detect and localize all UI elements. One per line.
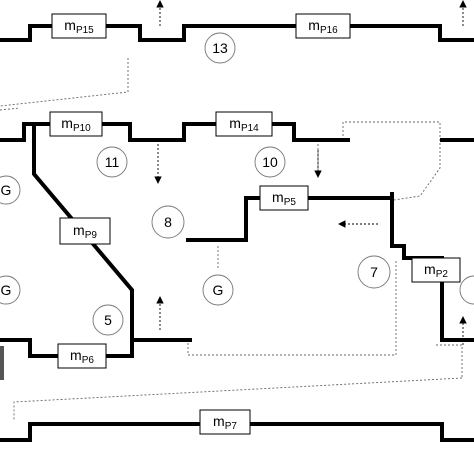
flow-label-p5: mP5 [259, 185, 309, 211]
generator-3: G [202, 274, 234, 306]
generator-label: G [1, 282, 12, 298]
node-8: 8 [151, 205, 185, 239]
flow-label-text: mP10 [61, 115, 91, 134]
node-13: 13 [204, 32, 236, 64]
arrow-left-center-head [337, 220, 346, 228]
generator-2: G [0, 275, 21, 305]
node-label: 5 [104, 312, 112, 328]
flow-label-text: mP7 [213, 413, 237, 432]
pipe-p5 [186, 196, 392, 242]
node-label: 8 [164, 214, 172, 230]
arrow-up-far-right-head [459, 0, 467, 8]
arrow-down-node10-head [314, 170, 322, 179]
flow-label-text: mP16 [308, 17, 338, 36]
dotted-line-lower-diagonal [13, 377, 463, 420]
pipe-p2 [390, 192, 474, 342]
flow-label-text: mP5 [272, 189, 296, 208]
pipe-p10-p14-bus [0, 122, 350, 142]
generator-1: G [0, 175, 21, 205]
generator-circles: G G G [0, 175, 474, 306]
node-label: 13 [212, 40, 228, 56]
flow-label-p9: mP9 [59, 217, 111, 245]
dotted-line-top-right-to-left [0, 58, 129, 107]
flow-label-p15: mP15 [51, 13, 107, 39]
flow-label-p10: mP10 [49, 111, 103, 137]
flow-label-p16: mP16 [295, 13, 351, 39]
generator-label: G [213, 282, 224, 298]
flow-label-p14: mP14 [215, 111, 273, 137]
dotted-line-bus-return [187, 260, 397, 356]
flow-label-text: mP6 [70, 347, 94, 366]
generator-4 [459, 275, 474, 305]
dotted-connections [0, 58, 463, 420]
flow-label-text: mP2 [424, 261, 448, 280]
node-11: 11 [96, 146, 128, 178]
flow-label-p7: mP7 [199, 409, 251, 435]
dotted-line-left-stub [0, 107, 21, 111]
arrow-up-right-low-head [459, 315, 467, 324]
arrow-up-top-right-head [156, 0, 164, 8]
dotted-line-right-edge [436, 344, 463, 378]
flow-labels: mP15 mP16 mP10 mP14 mP5 mP9 mP2 mP6 mP7 [49, 13, 461, 435]
flow-label-text: mP15 [64, 17, 94, 36]
node-10: 10 [254, 146, 286, 178]
node-label: 11 [105, 154, 120, 170]
arrow-down-left-mid-head [154, 176, 162, 185]
flow-arrows [154, 0, 467, 345]
node-5: 5 [92, 304, 124, 336]
edge-marker-box [0, 346, 4, 380]
node-label: 10 [262, 154, 278, 170]
dotted-line-upper-right-loop [342, 121, 441, 201]
flow-label-text: mP14 [229, 115, 259, 134]
arrow-up-node5-head [156, 295, 164, 304]
flow-label-p2: mP2 [411, 257, 461, 283]
node-circles: 13 11 10 8 7 5 [92, 32, 391, 336]
node-label: 7 [370, 264, 378, 280]
node-7: 7 [357, 255, 391, 289]
flow-label-p6: mP6 [57, 343, 107, 369]
generator-label: G [1, 182, 12, 198]
flow-label-text: mP9 [73, 222, 97, 241]
